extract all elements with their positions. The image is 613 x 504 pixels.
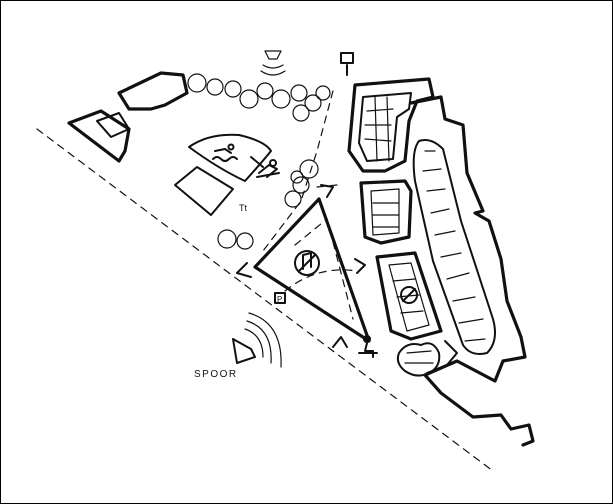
svg-text:P: P (277, 295, 282, 304)
railway-label: SPOOR (194, 369, 238, 380)
footpath-east (316, 184, 338, 188)
building-east-lower (375, 251, 443, 341)
railway-line (36, 128, 494, 472)
arrow-west (236, 262, 252, 278)
arrow-south (332, 336, 348, 348)
parking-icon: P (274, 292, 286, 304)
arrow-east (354, 258, 366, 274)
shrub-cluster (396, 342, 441, 377)
east-inner-wall (426, 340, 458, 374)
triangular-plaza (253, 197, 371, 343)
speaker-icon (232, 312, 282, 368)
footpath-north (262, 90, 334, 252)
arrow-north (320, 184, 334, 198)
tree-row (187, 73, 331, 250)
tree-sign-icon: Tt (239, 203, 247, 213)
building-east-middle (359, 179, 413, 245)
swimming-icon (212, 143, 238, 162)
playing-field (174, 166, 234, 216)
entrance-marker-icon (340, 52, 354, 76)
hedge-strip (412, 139, 496, 355)
building-east-upper (347, 77, 435, 173)
sound-wave-icon-top (260, 50, 286, 76)
sunbathing-icon (250, 156, 280, 178)
music-icon (294, 250, 320, 276)
building-northwest (67, 71, 189, 163)
east-boundary-wall (409, 95, 535, 447)
swimming-area (188, 133, 272, 182)
no-entry-icon (400, 286, 418, 304)
seated-person-icon (358, 335, 378, 358)
